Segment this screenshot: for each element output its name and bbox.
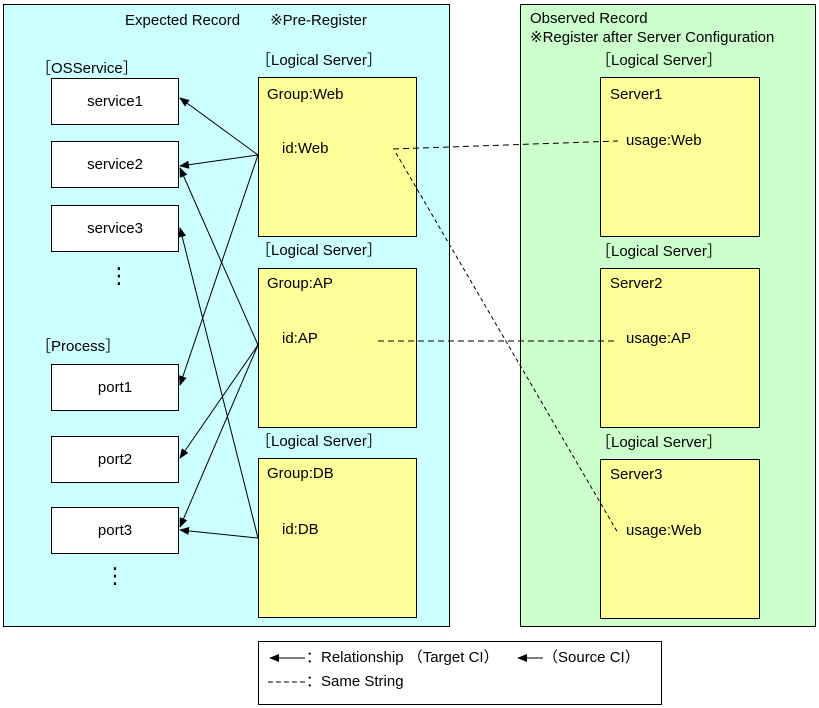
observed-server3-box: [600, 459, 760, 619]
logical-server-ap-box: [258, 268, 417, 428]
service-ellipsis: ⋮: [108, 263, 130, 288]
observed-server3-header: ［Logical Server］: [596, 434, 722, 451]
relationship-web-service1: [179, 97, 259, 156]
group-db-label: Group:DB: [267, 465, 334, 482]
port3-box: port3: [51, 507, 179, 554]
service3-label: service3: [87, 220, 143, 237]
service1-label: service1: [87, 93, 143, 110]
server1-usage: usage:Web: [626, 132, 702, 149]
legend-same-string-text: ：Same String: [306, 673, 404, 690]
logical-server-db-header: ［Logical Server］: [256, 433, 382, 450]
id-ap-label: id:AP: [282, 330, 318, 347]
observed-server2-box: [600, 268, 760, 428]
logical-server-db-box: [258, 458, 417, 618]
server2-usage: usage:AP: [626, 330, 692, 347]
logical-server-ap-header: ［Logical Server］: [256, 242, 382, 259]
relationship-web-port1: [179, 154, 259, 386]
port2-box: port2: [51, 436, 179, 483]
server3-name: Server3: [610, 466, 663, 483]
observed-record-title: Observed Record: [530, 10, 648, 27]
server1-name: Server1: [610, 86, 663, 103]
expected-record-title: Expected Record ※Pre-Register: [125, 12, 367, 29]
legend-box: [258, 641, 662, 705]
port2-label: port2: [97, 451, 133, 468]
relationship-ap-service2: [179, 167, 259, 346]
relationship-db-port3: [179, 526, 259, 539]
group-web-label: Group:Web: [267, 86, 344, 103]
port1-box: port1: [51, 364, 179, 411]
service1-box: service1: [51, 78, 179, 125]
legend-relationship-text: ：Relationship （Target CI）: [306, 649, 499, 666]
relationship-db-service3: [178, 227, 259, 539]
port1-label: port1: [97, 379, 133, 396]
legend-source-text: （Source CI）: [543, 649, 640, 666]
service2-box: service2: [51, 141, 179, 188]
same-string-web-server1: [392, 140, 619, 150]
id-web-label: id:Web: [282, 140, 329, 157]
relationship-web-service2: [179, 154, 259, 169]
server2-name: Server2: [610, 275, 663, 292]
observed-record-subtitle: ※Register after Server Configuration: [530, 29, 775, 46]
port-ellipsis: ⋮: [104, 563, 126, 588]
relationship-ap-port2: [179, 344, 259, 459]
id-db-label: id:DB: [282, 521, 319, 538]
group-ap-label: Group:AP: [267, 275, 333, 292]
logical-server-web-box: [258, 77, 417, 237]
port3-label: port3: [97, 522, 133, 539]
observed-server1-box: [600, 77, 760, 237]
logical-server-web-header: ［Logical Server］: [256, 52, 382, 69]
osservice-label: ［OSService］: [36, 60, 138, 77]
observed-server2-header: ［Logical Server］: [596, 243, 722, 260]
observed-server1-header: ［Logical Server］: [596, 52, 722, 69]
service3-box: service3: [51, 205, 179, 252]
server3-usage: usage:Web: [626, 522, 702, 539]
relationship-ap-port3: [179, 344, 259, 528]
same-string-web-server3: [395, 152, 619, 534]
process-label: ［Process］: [36, 338, 121, 355]
service2-label: service2: [87, 156, 143, 173]
